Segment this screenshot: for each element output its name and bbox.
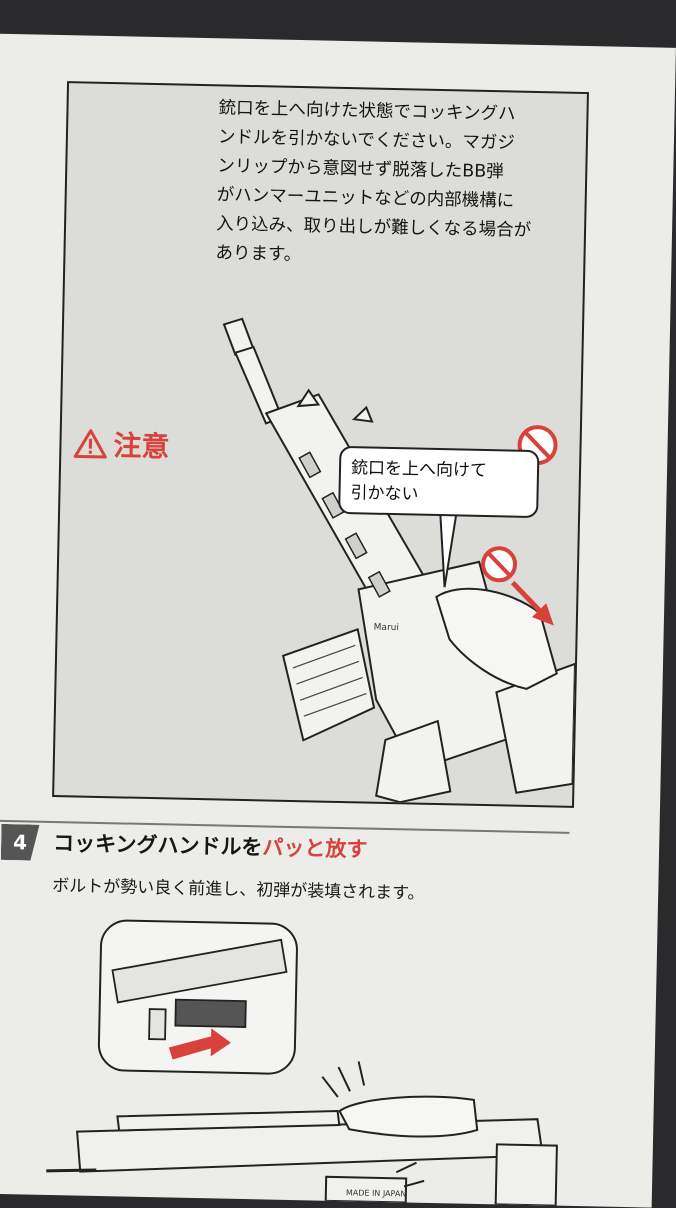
cocking-detail-illustration: MADE IN JAPAN xyxy=(46,919,558,1207)
step-number: 4 xyxy=(1,824,40,861)
step-title-main: コッキングハンドルを xyxy=(52,831,263,860)
speech-bubble: 銃口を上へ向けて 引かない xyxy=(338,445,540,519)
prohibited-icon xyxy=(481,546,518,583)
motion-lines xyxy=(321,1061,425,1188)
hand-illustration xyxy=(435,587,558,690)
warning-triangle-icon xyxy=(73,429,107,459)
rifle-illustration: Marui xyxy=(222,317,577,804)
warning-panel: 銃口を上へ向けた状態でコッキングハ ンドルを引かないでください。マガジ ンリップ… xyxy=(52,81,589,808)
direction-arrow-icon xyxy=(510,580,554,626)
lower-marking: MADE IN JAPAN xyxy=(346,1188,407,1198)
hand-illustration xyxy=(338,1095,479,1138)
manual-page: 銃口を上へ向けた状態でコッキングハ ンドルを引かないでください。マガジ ンリップ… xyxy=(0,33,676,1208)
caution-label: 注意 xyxy=(73,423,170,465)
receiver-marking: Marui xyxy=(374,623,399,634)
step-title-highlight: パッと放す xyxy=(262,835,368,862)
step-title: コッキングハンドルをパッと放す xyxy=(53,827,368,864)
direction-arrow-icon xyxy=(168,1028,231,1060)
